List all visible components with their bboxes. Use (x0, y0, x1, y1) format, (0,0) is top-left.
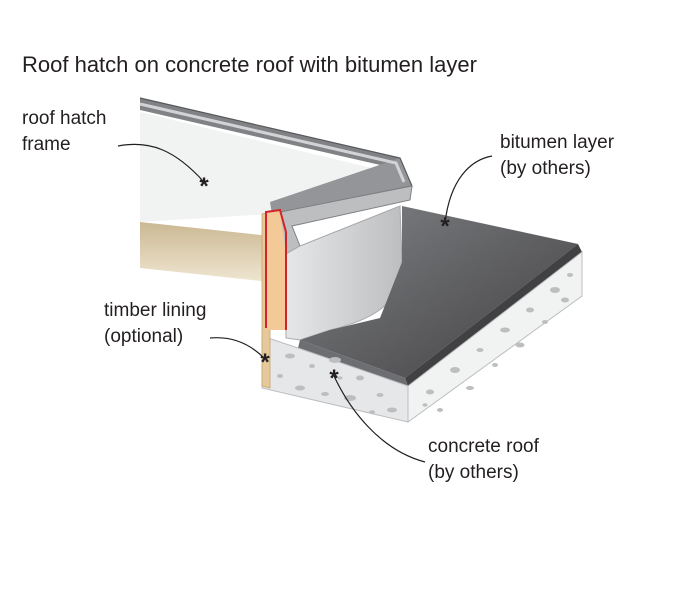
frame-rim-front (270, 158, 412, 214)
label-timber-line1: timber lining (104, 300, 207, 321)
frame-section (266, 210, 286, 330)
frame-section-edge (265, 208, 287, 330)
label-concrete-roof: concrete roof (by others) (428, 434, 539, 486)
label-bitumen-line1: bitumen layer (500, 132, 615, 153)
label-concrete-line2: (by others) (428, 462, 519, 483)
label-bitumen-layer: bitumen layer (by others) (500, 130, 614, 182)
marker-bitumen: * (440, 213, 450, 240)
label-concrete-line1: concrete roof (428, 436, 539, 457)
leader-concrete (333, 375, 426, 463)
leader-frame (117, 143, 205, 183)
diagram-title: Roof hatch on concrete roof with bitumen… (22, 52, 477, 77)
marker-concrete: * (329, 365, 339, 392)
leader-timber (209, 337, 265, 359)
bitumen-edge (405, 244, 582, 386)
marker-timber: * (260, 349, 270, 376)
marker-frame: * (199, 173, 209, 200)
leader-bitumen (444, 155, 493, 224)
label-frame-line2: frame (22, 134, 71, 155)
label-roof-hatch-frame: roof hatch frame (22, 106, 107, 158)
bitumen-surface (300, 206, 578, 378)
label-frame-line1: roof hatch (22, 108, 107, 129)
label-timber-line2: (optional) (104, 326, 184, 347)
label-bitumen-line2: (by others) (500, 158, 591, 179)
label-timber-lining: timber lining (optional) (104, 298, 206, 350)
concrete-side (407, 250, 583, 423)
frame-top-surface (140, 112, 388, 222)
concrete-aggregate (277, 273, 573, 414)
lining-board (140, 222, 270, 282)
